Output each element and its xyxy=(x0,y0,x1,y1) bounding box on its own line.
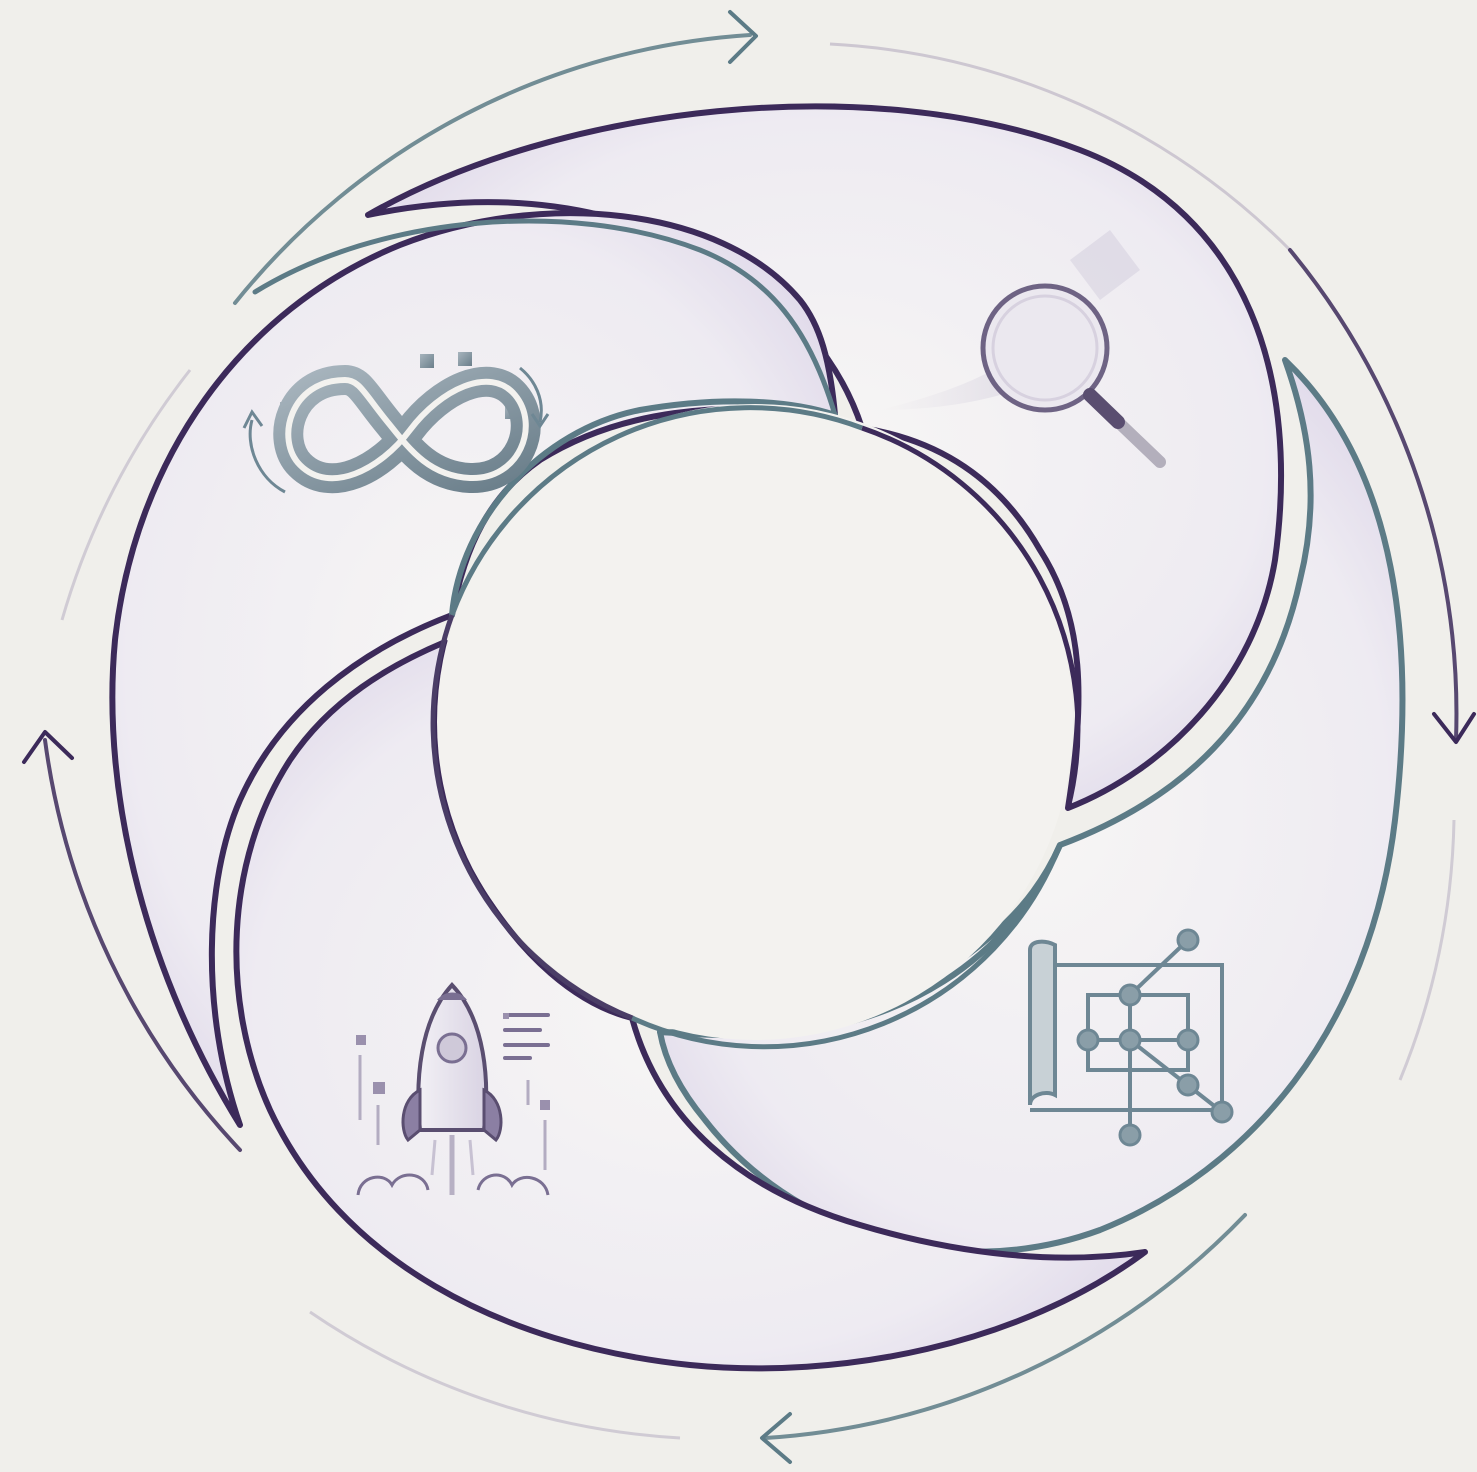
center-hub xyxy=(430,404,1081,1050)
outer-arrow-top-right-faint xyxy=(829,42,1292,252)
stage-segment-launch[interactable] xyxy=(233,639,1148,1372)
blueprint-network-icon xyxy=(1028,928,1234,1147)
infinity-gears-icon xyxy=(242,352,550,494)
outer-arrow-top xyxy=(233,10,758,305)
outer-arrow-left xyxy=(22,369,242,1152)
rocket-launch-icon xyxy=(356,982,550,1196)
outer-arrow-right xyxy=(1288,248,1476,1081)
outer-arrow-bottom xyxy=(309,1213,1247,1464)
magnifying-glass-icon xyxy=(880,230,1166,468)
stage-segment-design[interactable] xyxy=(657,357,1406,1255)
